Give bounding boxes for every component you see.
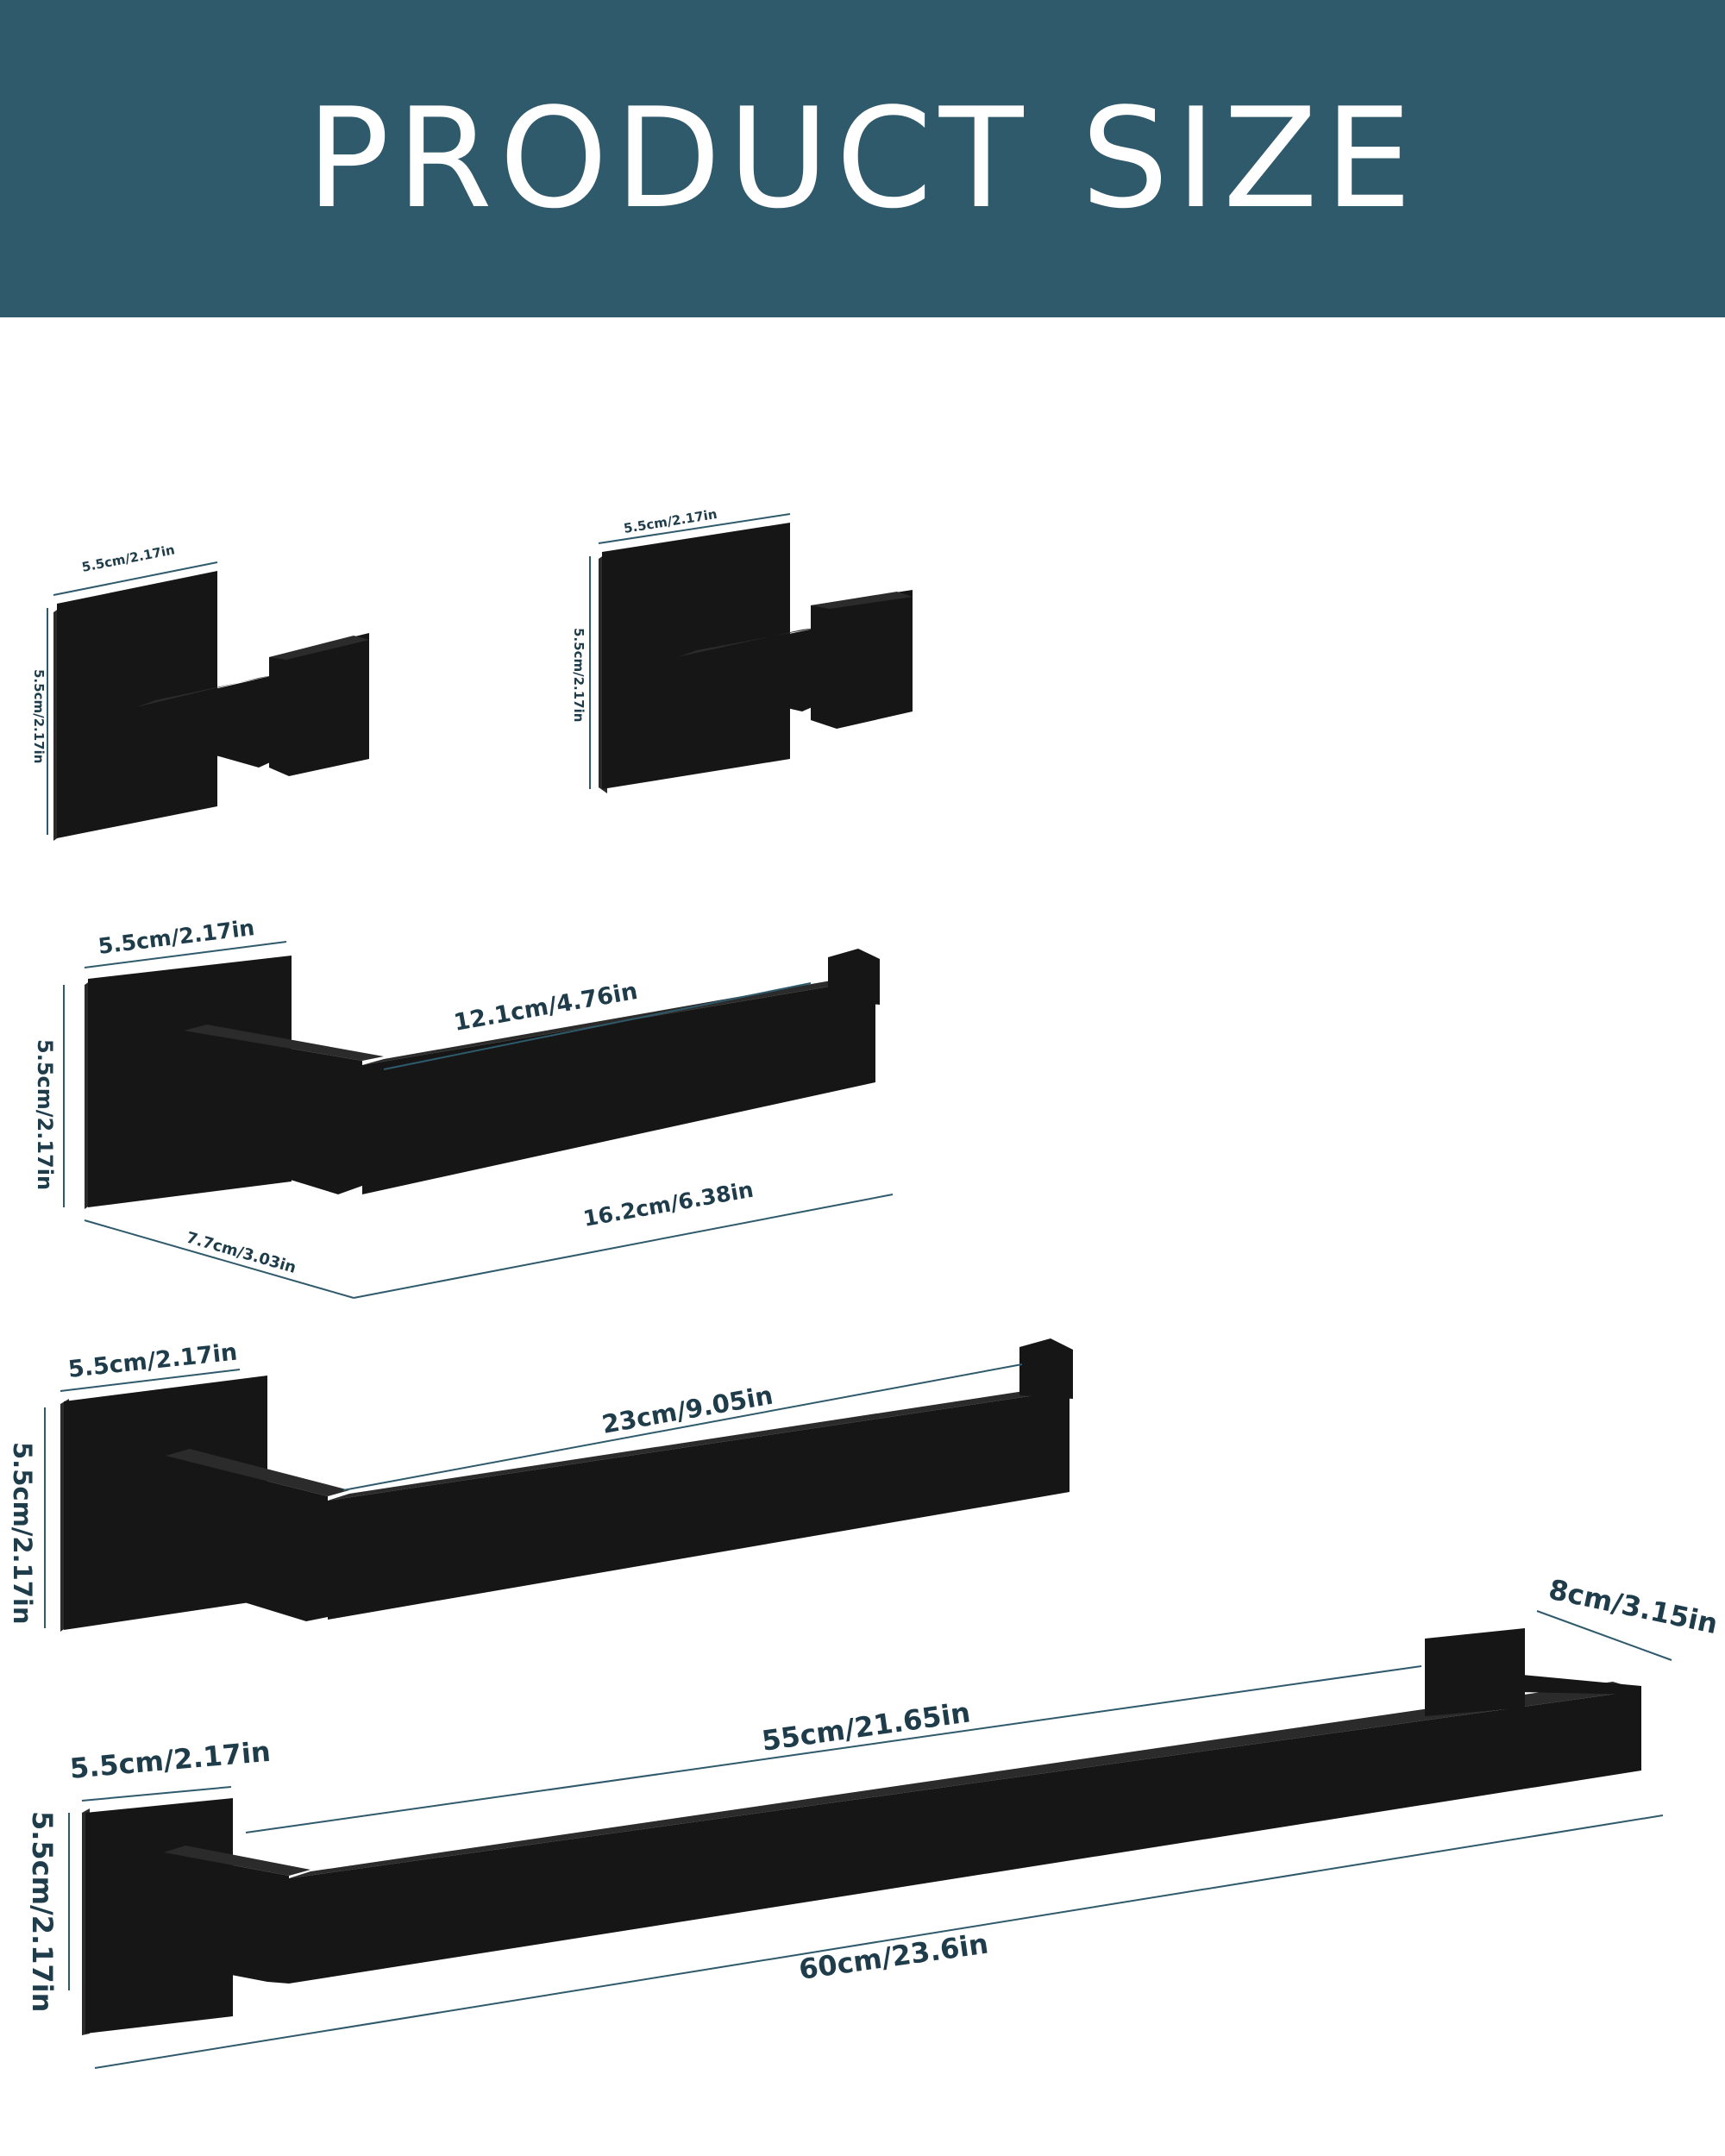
towel-bar-depth-line	[1536, 1610, 1672, 1661]
hook-left-arm	[136, 674, 278, 768]
towel-bar-base-width-line	[81, 1786, 232, 1802]
title-banner: PRODUCT SIZE	[0, 0, 1725, 317]
towel-bar-total-length-line	[94, 1814, 1664, 2069]
hook-right-height-label: 5.5cm/2.17in	[571, 628, 586, 722]
towel-bar-inner-length-label: 55cm/21.65in	[760, 1695, 972, 1758]
hand-towel-arm-top	[328, 1384, 1070, 1501]
hand-towel-arm-stem-top	[166, 1449, 349, 1496]
paper-holder-arm-stem-top	[184, 1025, 384, 1061]
paper-holder-arm-stem	[184, 1031, 362, 1194]
paper-holder-base-width-label: 5.5cm/2.17in	[97, 915, 256, 959]
paper-holder-depth-label: 7.7cm/3.03in	[185, 1229, 298, 1277]
hand-towel-base-height-label: 5.5cm/2.17in	[8, 1442, 37, 1625]
hand-towel-arm-stem	[166, 1456, 328, 1621]
hook-right-width-line	[598, 513, 791, 544]
hook-left-dimensions: 5.5cm/2.17in 5.5cm/2.17in	[31, 542, 218, 835]
hook-left-tip	[269, 633, 369, 776]
towel-bar-main-top	[289, 1682, 1641, 1878]
paper-holder-total-length-line	[353, 1194, 894, 1299]
paper-holder-base-width-line	[84, 941, 287, 968]
hand-towel-base-width-line	[60, 1369, 241, 1392]
towel-bar	[82, 1628, 1641, 2035]
hand-towel-base-width-label: 5.5cm/2.17in	[66, 1339, 238, 1383]
towel-bar-inner-length-line	[245, 1665, 1422, 1833]
towel-bar-base-height-label: 5.5cm/2.17in	[26, 1811, 59, 2012]
towel-bar-base-width-label: 5.5cm/2.17in	[68, 1735, 272, 1785]
hand-towel-arm-length-line	[342, 1363, 1023, 1491]
robe-hook-left	[53, 571, 369, 841]
toilet-paper-holder	[85, 949, 880, 1209]
banner-title: PRODUCT SIZE	[306, 78, 1419, 239]
towel-bar-left-stem-top	[164, 1846, 310, 1876]
paper-holder-depth-line	[84, 1219, 354, 1299]
hand-towel-arm-length-label: 23cm/9.05in	[599, 1381, 775, 1439]
towel-bar-depth-label: 8cm/3.15in	[1546, 1573, 1721, 1641]
towel-bar-right-stem	[1485, 1671, 1641, 1695]
towel-bar-left-stem	[164, 1852, 289, 1984]
towel-bar-right-base-plate	[1425, 1628, 1525, 1716]
paper-holder-arm-length-line	[383, 982, 812, 1070]
hand-towel-arm	[328, 1390, 1070, 1620]
hook-left-base-plate	[57, 571, 217, 838]
hook-right-tip	[811, 590, 913, 729]
paper-holder-total-length-label: 16.2cm/6.38in	[581, 1177, 756, 1232]
hook-left-width-line	[53, 561, 218, 596]
hand-towel-bar	[60, 1338, 1073, 1632]
towel-bar-total-length-label: 60cm/23.6in	[797, 1927, 990, 1986]
hook-left-height-label: 5.5cm/2.17in	[31, 669, 47, 763]
hand-towel-tip	[1019, 1338, 1073, 1399]
paper-holder-tip	[828, 949, 880, 1005]
towel-bar-main	[289, 1690, 1641, 1984]
hook-left-tip-top	[269, 636, 369, 660]
hook-right-arm	[677, 627, 822, 711]
robe-hook-right	[599, 523, 913, 793]
hook-right-tip-top	[811, 592, 913, 609]
paper-holder-base-height-label: 5.5cm/2.17in	[33, 1039, 57, 1190]
hook-left-width-label: 5.5cm/2.17in	[80, 542, 176, 575]
paper-holder-arm	[362, 979, 875, 1194]
